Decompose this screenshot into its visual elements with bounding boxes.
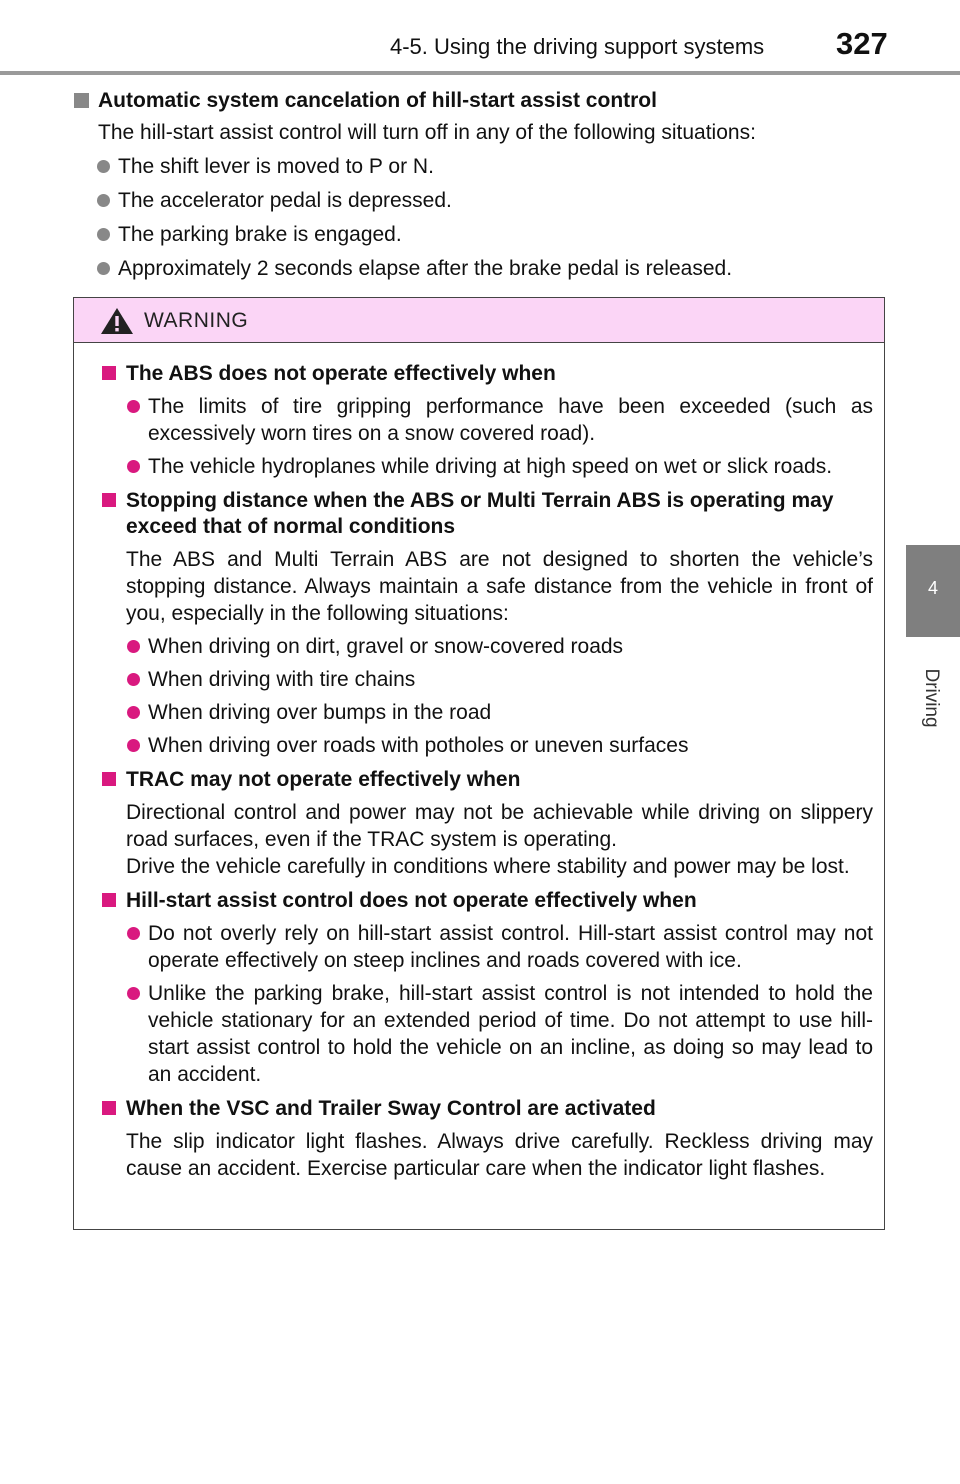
- warning-body: The ABS does not operate effectively whe…: [74, 343, 884, 1182]
- round-bullet-icon: [127, 673, 140, 686]
- round-bullet-icon: [97, 262, 110, 275]
- warning-paragraph: The ABS and Multi Terrain ABS are not de…: [126, 548, 873, 625]
- round-bullet-icon: [97, 194, 110, 207]
- warning-subheading: TRAC may not operate effectively when: [102, 767, 873, 793]
- chapter-tab[interactable]: 4: [906, 545, 960, 637]
- round-bullet-icon: [127, 706, 140, 719]
- square-bullet-icon: [102, 1101, 116, 1115]
- list-item-text: The limits of tire gripping performance …: [148, 395, 873, 445]
- round-bullet-icon: [127, 460, 140, 473]
- round-bullet-icon: [127, 400, 140, 413]
- warning-subheading-text: When the VSC and Trailer Sway Control ar…: [126, 1097, 656, 1120]
- list-item-text: The shift lever is moved to P or N.: [118, 155, 434, 178]
- warning-subheading-text: Hill-start assist control does not opera…: [126, 889, 697, 912]
- list-item: The accelerator pedal is depressed.: [74, 188, 874, 214]
- header-rule: [0, 71, 960, 75]
- warning-list-item: When driving on dirt, gravel or snow-cov…: [102, 633, 873, 660]
- warning-list-item: When driving over roads with potholes or…: [102, 732, 873, 759]
- list-item-text: When driving over bumps in the road: [148, 701, 492, 724]
- warning-subheading-text: The ABS does not operate effectively whe…: [126, 362, 556, 385]
- list-item-text: The vehicle hydroplanes while driving at…: [148, 455, 833, 478]
- warning-list-item: When driving with tire chains: [102, 666, 873, 693]
- warning-list-item: The vehicle hydroplanes while driving at…: [102, 453, 873, 480]
- round-bullet-icon: [127, 739, 140, 752]
- list-item: Approximately 2 seconds elapse after the…: [74, 256, 874, 282]
- round-bullet-icon: [127, 927, 140, 940]
- list-item-text: When driving over roads with potholes or…: [148, 734, 689, 757]
- list-item-text: Approximately 2 seconds elapse after the…: [118, 257, 733, 280]
- warning-list-item: Do not overly rely on hill-start assist …: [102, 920, 873, 974]
- warning-subheading-text: Stopping distance when the ABS or Multi …: [126, 489, 834, 538]
- list-item-text: Unlike the parking brake, hill-start ass…: [148, 982, 873, 1086]
- warning-header: WARNING: [74, 298, 884, 343]
- list-item: The parking brake is engaged.: [74, 222, 874, 248]
- warning-list-item: The limits of tire gripping performance …: [102, 393, 873, 447]
- square-bullet-icon: [102, 366, 116, 380]
- round-bullet-icon: [127, 640, 140, 653]
- warning-list-item: Unlike the parking brake, hill-start ass…: [102, 980, 873, 1088]
- square-bullet-icon: [74, 93, 89, 108]
- warning-box: WARNING The ABS does not operate effecti…: [73, 297, 885, 1230]
- list-item-text: Do not overly rely on hill-start assist …: [148, 922, 873, 972]
- intro-heading: Automatic system cancelation of hill-sta…: [74, 88, 874, 114]
- warning-subheading: Hill-start assist control does not opera…: [102, 888, 873, 914]
- list-item-text: When driving on dirt, gravel or snow-cov…: [148, 635, 624, 658]
- square-bullet-icon: [102, 493, 116, 507]
- warning-paragraph: Directional control and power may not be…: [102, 799, 873, 880]
- chapter-number: 4: [927, 578, 938, 598]
- warning-subheading: When the VSC and Trailer Sway Control ar…: [102, 1096, 873, 1122]
- intro-section: Automatic system cancelation of hill-sta…: [74, 88, 874, 282]
- warning-subheading: Stopping distance when the ABS or Multi …: [102, 488, 873, 540]
- square-bullet-icon: [102, 893, 116, 907]
- warning-paragraph: The slip indicator light flashes. Always…: [126, 1130, 873, 1180]
- round-bullet-icon: [127, 987, 140, 1000]
- list-item: The shift lever is moved to P or N.: [74, 154, 874, 180]
- round-bullet-icon: [97, 160, 110, 173]
- list-item-text: The parking brake is engaged.: [118, 223, 402, 246]
- square-bullet-icon: [102, 772, 116, 786]
- chapter-label: Driving: [921, 668, 942, 728]
- warning-triangle-icon: [101, 308, 133, 334]
- intro-heading-text: Automatic system cancelation of hill-sta…: [98, 89, 657, 112]
- paragraph-line: Directional control and power may not be…: [126, 801, 873, 851]
- list-item-text: When driving with tire chains: [148, 668, 416, 691]
- warning-subheading-text: TRAC may not operate effectively when: [126, 768, 521, 791]
- warning-subheading: The ABS does not operate effectively whe…: [102, 361, 873, 387]
- paragraph-line: Drive the vehicle carefully in condition…: [126, 855, 850, 878]
- section-title: 4-5. Using the driving support systems: [390, 34, 765, 59]
- page-number: 327: [836, 26, 888, 61]
- warning-label: WARNING: [144, 309, 249, 332]
- intro-text: The hill-start assist control will turn …: [98, 121, 756, 144]
- warning-list-item: When driving over bumps in the road: [102, 699, 873, 726]
- list-item-text: The accelerator pedal is depressed.: [118, 189, 452, 212]
- round-bullet-icon: [97, 228, 110, 241]
